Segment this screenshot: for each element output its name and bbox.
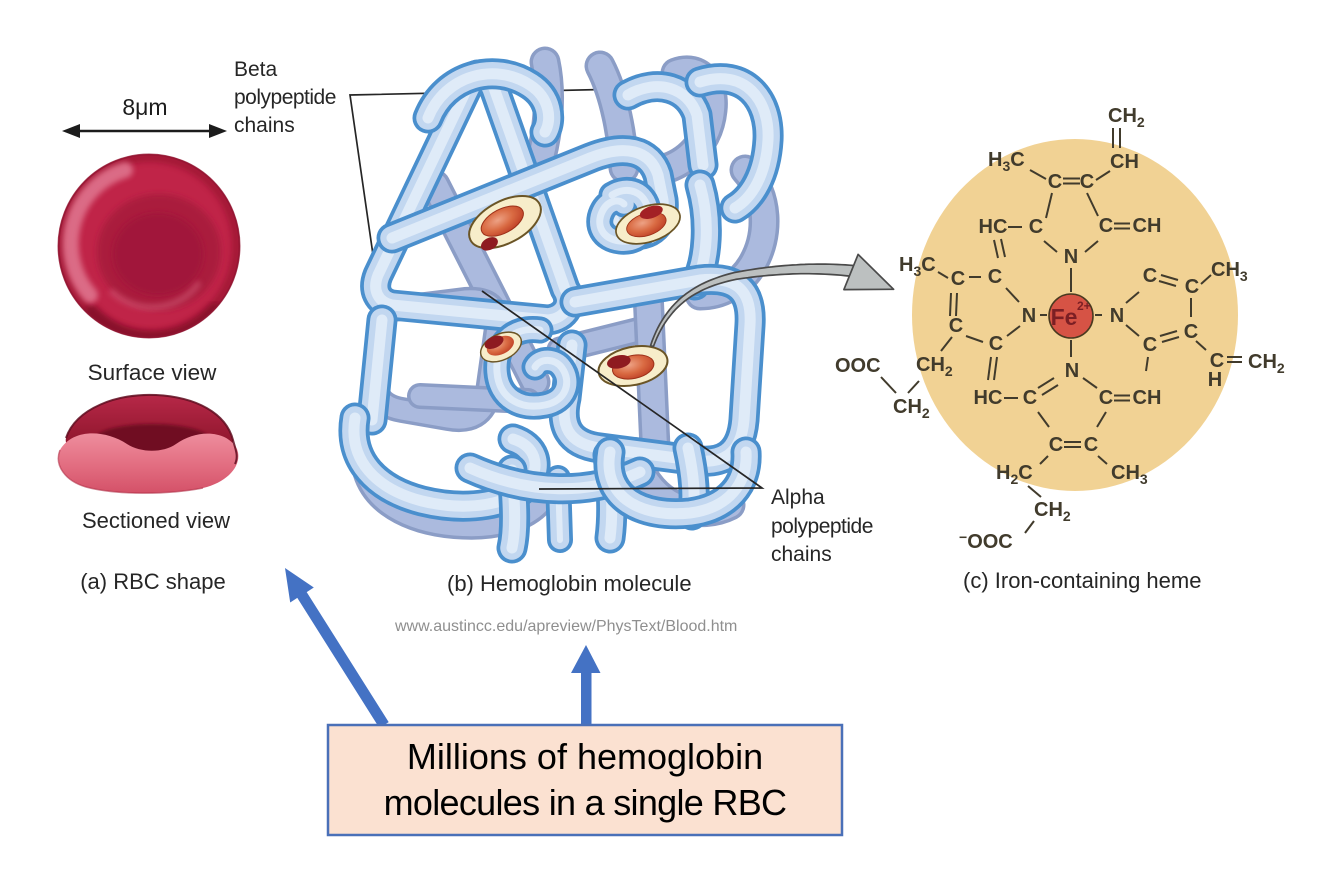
svg-text:HC: HC [979,216,1008,238]
svg-text:C: C [1049,434,1063,456]
svg-text:C: C [1023,387,1037,409]
svg-text:C: C [1080,171,1094,193]
svg-text:Surface view: Surface view [88,360,218,385]
svg-text:HC: HC [974,387,1003,409]
svg-text:CH: CH [1133,215,1162,237]
svg-text:CH2: CH2 [1248,351,1285,376]
svg-text:CH2: CH2 [1034,499,1071,524]
svg-text:2+: 2+ [1077,299,1091,313]
svg-text:Beta: Beta [234,58,278,81]
svg-text:C: C [1099,387,1113,409]
svg-text:OOC: OOC [835,355,881,377]
svg-text:CH3: CH3 [1211,259,1248,284]
svg-text:N: N [1110,305,1124,327]
svg-text:Alpha: Alpha [771,486,825,509]
svg-text:molecules in a single RBC: molecules in a single RBC [384,782,787,823]
svg-text:−OOC: −OOC [959,529,1013,553]
svg-text:(a) RBC shape: (a) RBC shape [80,569,226,594]
svg-text:CH2: CH2 [1108,105,1145,130]
svg-text:C: C [1084,434,1098,456]
svg-text:C: C [1099,215,1113,237]
svg-text:chains: chains [771,543,832,566]
svg-text:CH2: CH2 [893,396,930,421]
svg-text:C: C [989,333,1003,355]
svg-text:H: H [1208,369,1222,391]
svg-text:CH: CH [1133,387,1162,409]
svg-text:Fe: Fe [1051,304,1078,330]
svg-text:(c) Iron-containing heme: (c) Iron-containing heme [963,568,1201,593]
svg-text:polypeptide: polypeptide [234,86,336,109]
svg-text:CH: CH [1110,151,1139,173]
svg-text:C: C [1029,216,1043,238]
svg-text:N: N [1065,360,1079,382]
svg-text:www.austincc.edu/apreview/Phys: www.austincc.edu/apreview/PhysText/Blood… [394,618,737,635]
svg-text:C: C [1210,350,1224,372]
svg-text:H3C: H3C [899,254,936,279]
svg-text:Sectioned view: Sectioned view [82,508,230,533]
svg-text:chains: chains [234,114,295,137]
svg-text:H3C: H3C [988,149,1025,174]
svg-text:C: C [1143,265,1157,287]
svg-text:C: C [1143,334,1157,356]
svg-text:8μm: 8μm [122,94,167,120]
svg-text:C: C [1048,171,1062,193]
svg-text:N: N [1064,246,1078,268]
svg-text:C: C [949,315,963,337]
svg-text:(b) Hemoglobin molecule: (b) Hemoglobin molecule [447,571,692,596]
svg-text:C: C [1185,276,1199,298]
svg-text:C: C [1184,321,1198,343]
svg-text:C: C [951,268,965,290]
svg-text:polypeptide: polypeptide [771,515,873,538]
svg-text:N: N [1022,305,1036,327]
svg-text:C: C [988,266,1002,288]
svg-text:Millions of hemoglobin: Millions of hemoglobin [407,736,763,777]
